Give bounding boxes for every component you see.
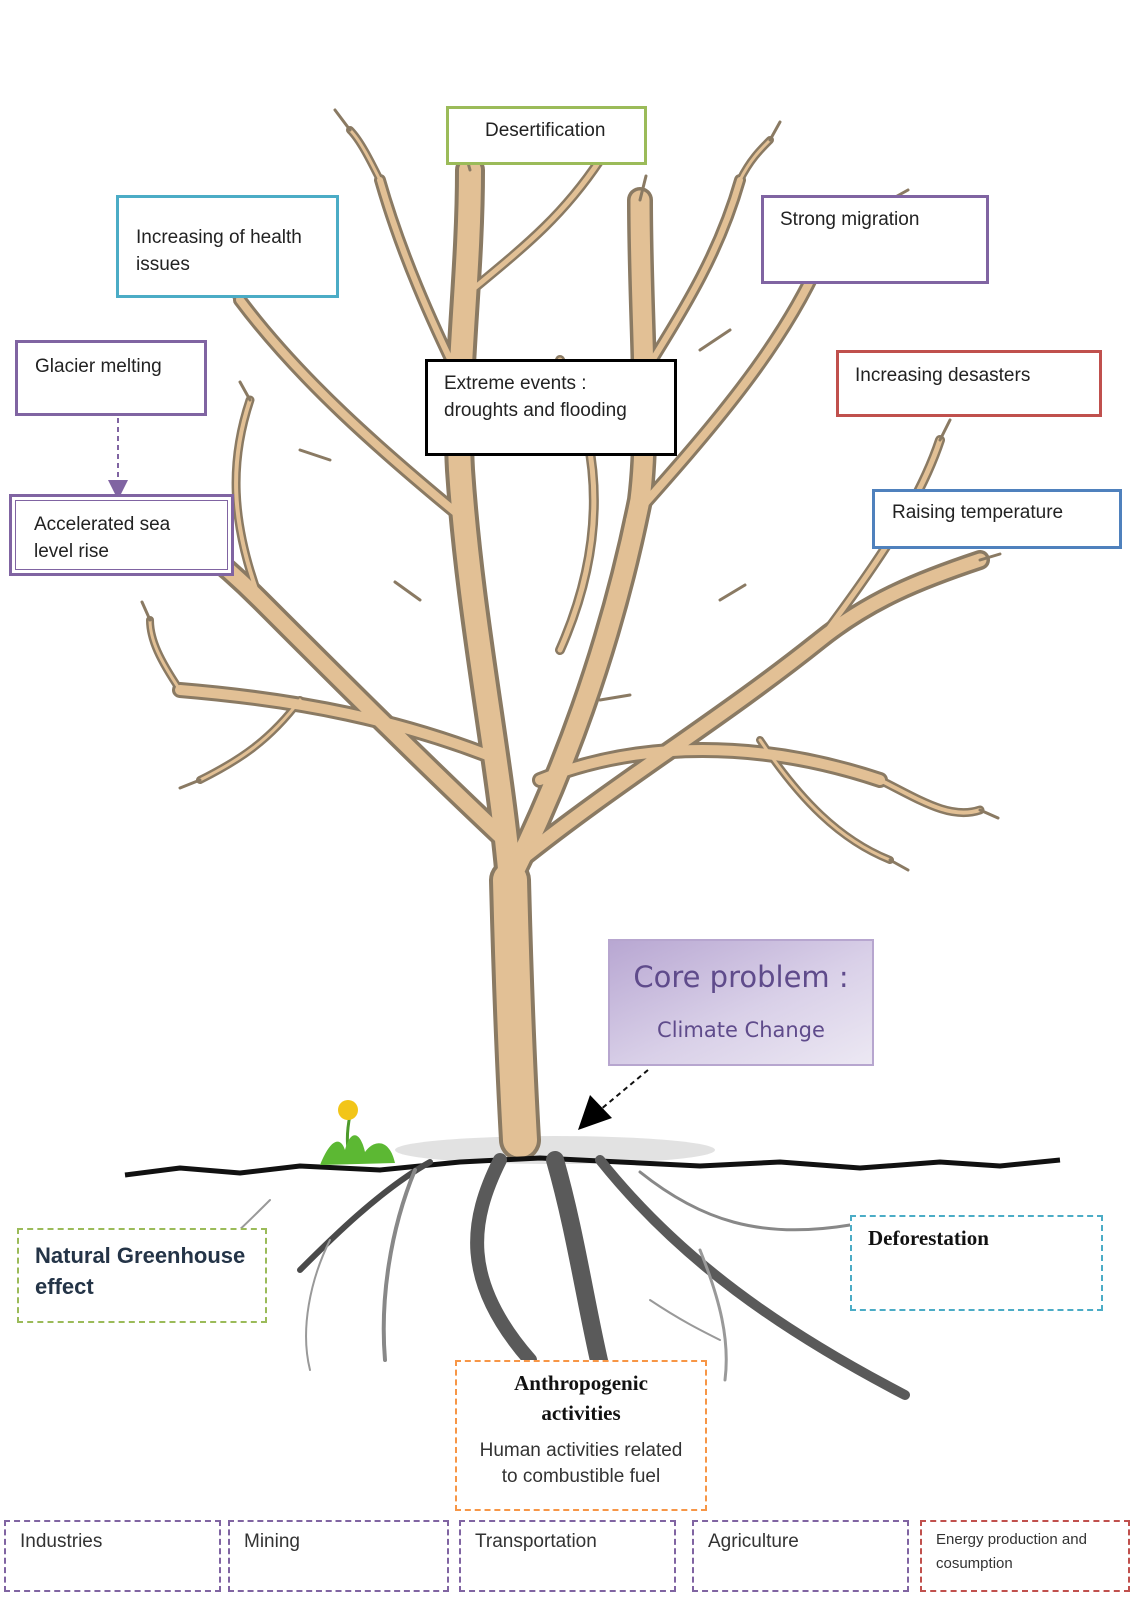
desertification-label: Desertification [485, 120, 606, 141]
natural-greenhouse-line1: Natural Greenhouse [35, 1243, 246, 1268]
disasters-box: Increasing desasters [836, 350, 1102, 417]
anthropogenic-title-line2: activities [541, 1401, 621, 1425]
sea-level-label-line2: level rise [34, 541, 109, 562]
energy-label-line1: Energy production and [936, 1531, 1087, 1548]
core-problem-title: Core problem : [633, 960, 849, 994]
energy-label-line2: cosumption [936, 1555, 1013, 1572]
disasters-label: Increasing desasters [855, 365, 1031, 386]
industries-label: Industries [20, 1531, 103, 1552]
industries-box: Industries [4, 1520, 221, 1592]
dandelion-plant-icon [320, 1100, 395, 1165]
extreme-events-label-line1: Extreme events : [444, 373, 587, 394]
glacier-melting-label: Glacier melting [35, 356, 162, 377]
anthropogenic-subtitle-line2: to combustible fuel [501, 1466, 661, 1487]
tree-branches-fill [148, 128, 987, 1157]
sea-level-box: Accelerated sea level rise [9, 494, 234, 576]
sea-level-inner-border: Accelerated sea level rise [15, 500, 228, 570]
anthropogenic-box: Anthropogenic activities Human activitie… [455, 1360, 707, 1511]
agriculture-box: Agriculture [692, 1520, 909, 1592]
core-problem-box: Core problem : Climate Change [608, 939, 874, 1066]
ground-shadow [395, 1136, 715, 1164]
deforestation-box: Deforestation [850, 1215, 1103, 1311]
anthropogenic-title-line1: Anthropogenic [514, 1371, 648, 1395]
black-arrow-icon [578, 1069, 649, 1130]
mining-box: Mining [228, 1520, 449, 1592]
health-issues-label-line2: issues [136, 254, 190, 275]
anthropogenic-subtitle-line1: Human activities related [479, 1440, 683, 1461]
transportation-label: Transportation [475, 1531, 597, 1552]
mining-label: Mining [244, 1531, 300, 1552]
extreme-events-label-line2: droughts and flooding [444, 400, 627, 421]
sea-level-label-line1: Accelerated sea [34, 514, 171, 535]
anthropogenic-subtitle: Human activities related to combustible … [457, 1438, 705, 1490]
transportation-box: Transportation [459, 1520, 676, 1592]
core-problem-subtitle: Climate Change [657, 1018, 825, 1042]
temperature-box: Raising temperature [872, 489, 1122, 549]
natural-greenhouse-box: Natural Greenhouse effect [17, 1228, 267, 1323]
migration-label: Strong migration [780, 209, 920, 230]
tree-roots [214, 1151, 910, 1400]
ground-line [124, 1155, 1061, 1178]
extreme-events-box: Extreme events : droughts and flooding [425, 359, 677, 456]
natural-greenhouse-line2: effect [35, 1274, 94, 1299]
health-issues-box: Increasing of health issues [116, 195, 339, 298]
migration-box: Strong migration [761, 195, 989, 284]
energy-box: Energy production and cosumption [920, 1520, 1130, 1592]
temperature-label: Raising temperature [892, 502, 1064, 523]
desertification-box: Desertification [446, 106, 647, 165]
deforestation-label: Deforestation [868, 1226, 989, 1250]
health-issues-label-line1: Increasing of health [136, 227, 302, 248]
glacier-melting-box: Glacier melting [15, 340, 207, 416]
agriculture-label: Agriculture [708, 1531, 799, 1552]
